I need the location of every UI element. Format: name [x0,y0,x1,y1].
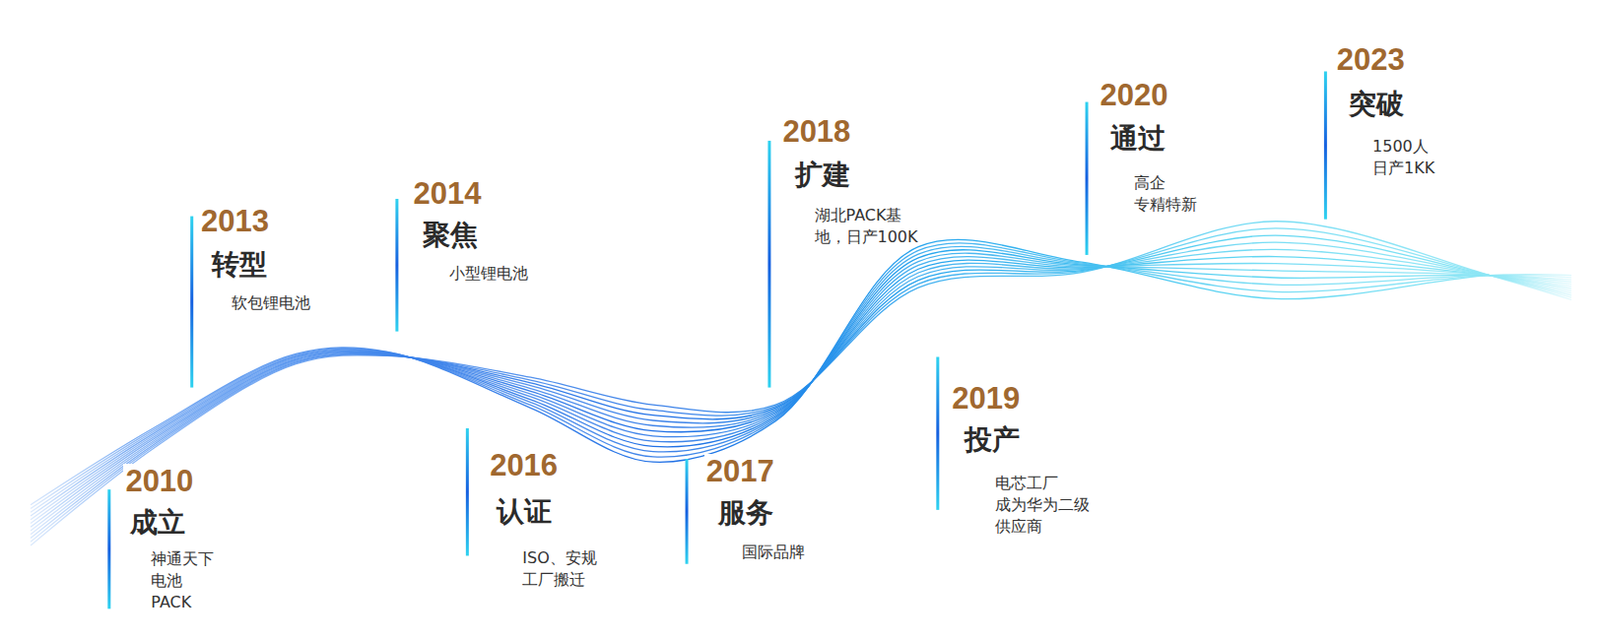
milestone-description: 1500人 日产1KK [1372,135,1540,180]
milestone-title: 转型 [209,248,269,282]
milestone-description: ISO、安规 工厂搬迁 [522,547,690,592]
milestone-title: 通过 [1108,122,1168,156]
wave-line [30,250,1572,517]
milestone-marker [190,216,194,389]
wave-lines [30,221,1572,546]
milestone-marker [1085,102,1089,256]
milestone-title: 服务 [716,496,776,531]
marker-lines [107,71,1328,610]
milestone-description: 软包锂电池 [231,292,400,315]
milestone-description: 小型锂电池 [449,263,617,285]
year-label: 2023 [1334,42,1407,78]
year-label: 2014 [410,176,483,212]
wave-line [30,242,1572,535]
milestone-description: 神通天下 电池 PACK [150,548,319,614]
milestone-title: 突破 [1346,87,1406,122]
milestone-description: 湖北PACK基 地，日产100K [814,204,983,249]
milestone-title: 认证 [494,495,554,530]
year-label: 2010 [123,464,196,500]
wave-line [30,235,1572,539]
milestone-title: 成立 [128,506,188,540]
year-label: 2013 [199,203,271,240]
year-label: 2020 [1098,77,1171,114]
milestone-marker [466,428,469,556]
milestone-title: 投产 [962,423,1022,458]
milestone-title: 扩建 [793,158,853,193]
wave-line [30,221,1572,546]
milestone-marker [685,459,689,565]
milestone-marker [935,357,939,511]
milestone-marker [1324,71,1328,220]
milestone-description: 电芯工厂 成为华为二级 供应商 [995,472,1163,538]
wave-line [30,228,1572,542]
year-label: 2019 [949,381,1022,417]
wave-line [30,253,1572,521]
milestone-marker [107,489,111,609]
year-label: 2016 [487,448,560,484]
milestone-marker [767,140,771,389]
year-label: 2018 [780,114,853,150]
milestone-description: 高企 专精特新 [1133,172,1302,216]
year-label: 2017 [704,454,777,490]
milestone-title: 聚焦 [420,218,480,253]
milestone-description: 国际品牌 [741,541,910,564]
milestone-marker [395,199,399,333]
